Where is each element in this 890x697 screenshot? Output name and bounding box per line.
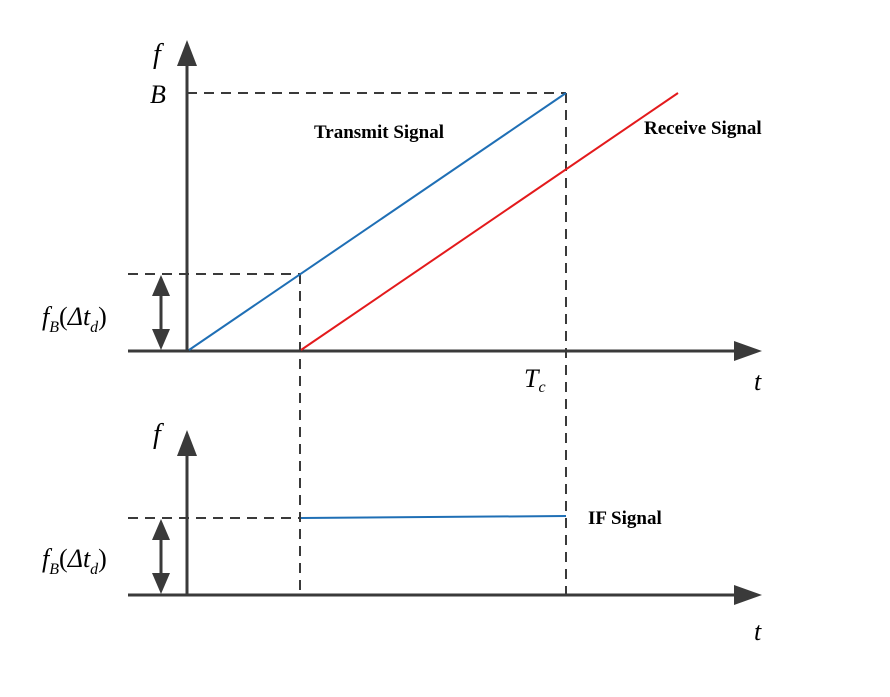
top-beat-arrow-down [152,329,170,350]
top-x-axis-label: t [754,367,762,396]
transmit-signal-line [188,92,567,351]
bottom-y-axis-label: f [153,419,164,450]
chirp-time-label: Tc [524,364,546,396]
bottom-x-axis-label: t [754,617,762,646]
receive-signal-line [300,92,679,351]
top-beat-frequency-label: fB(Δtd) [42,302,107,336]
transmit-signal-label: Transmit Signal [314,122,444,143]
bandwidth-label: B [150,80,166,109]
receive-signal-label: Receive Signal [644,118,762,139]
top-x-axis-arrowhead [734,341,762,361]
bottom-beat-arrow-up [152,519,170,540]
bottom-y-axis-arrowhead [177,430,197,456]
bottom-beat-frequency-label: fB(Δtd) [42,544,107,578]
bottom-x-axis-arrowhead [734,585,762,605]
if-signal-line [300,515,567,519]
bottom-beat-arrow-down [152,573,170,594]
top-plot: f t B Tc fB(Δtd) Transmit Signal Receive… [42,39,762,596]
top-y-axis-label: f [153,39,164,70]
bottom-plot: f t fB(Δtd) IF Signal [42,419,762,646]
if-signal-label: IF Signal [588,508,662,529]
top-beat-arrow-up [152,275,170,296]
top-y-axis-arrowhead [177,40,197,66]
